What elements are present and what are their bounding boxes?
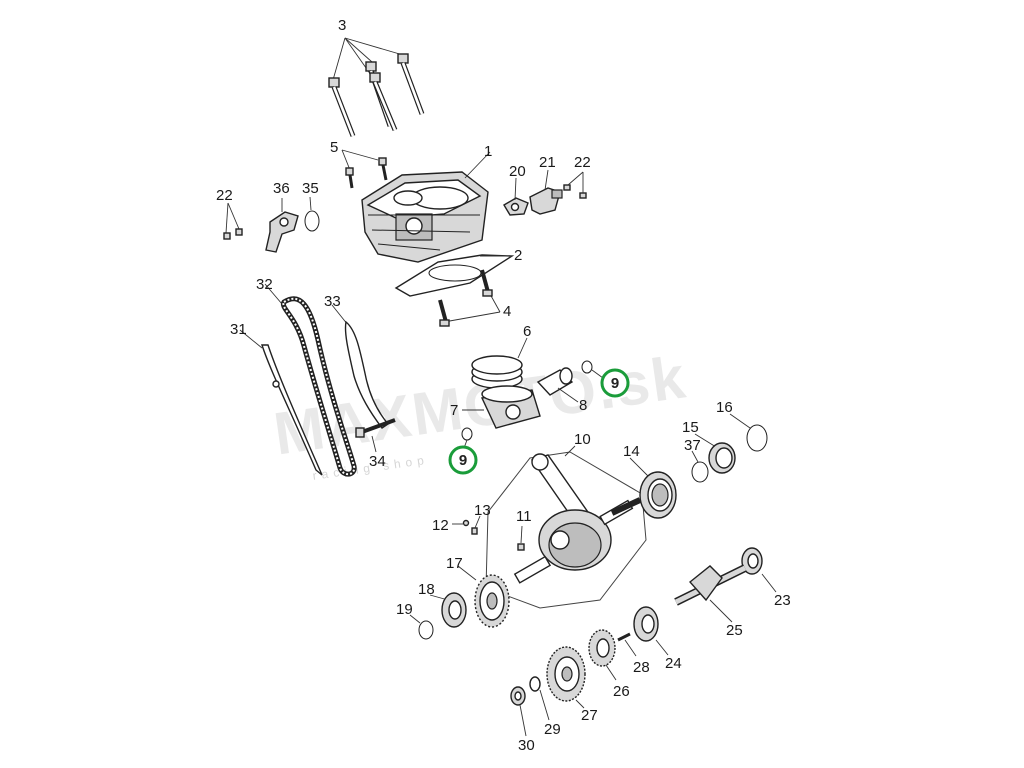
washer-nut-29-30: [510, 676, 550, 737]
highlight-callout-9-right: 9: [600, 368, 630, 398]
piston-pin: [536, 367, 579, 403]
highlight-callout-9-left: 9: [448, 445, 478, 475]
label-23: 23: [774, 592, 791, 609]
label-21: 21: [539, 154, 556, 171]
label-24: 24: [665, 655, 682, 672]
label-14: 14: [623, 443, 640, 460]
label-25: 25: [726, 622, 743, 639]
gear-18: [429, 592, 467, 628]
label-12: 12: [432, 517, 449, 534]
label-15: 15: [682, 419, 699, 436]
bearing-15: [694, 433, 736, 474]
cylinder-block: [361, 151, 491, 263]
callout-9-right-label: 9: [611, 375, 619, 392]
guide-bolt: [355, 418, 396, 453]
gear-27: [546, 646, 586, 709]
label-33: 33: [324, 293, 341, 310]
crankshaft-assembly: [485, 445, 647, 609]
small-fasteners: [452, 515, 525, 551]
label-11: 11: [516, 508, 532, 525]
label-30: 30: [518, 737, 535, 754]
label-17: 17: [446, 555, 463, 572]
label-27: 27: [581, 707, 598, 724]
balance-shaft: [674, 547, 777, 623]
label-28: 28: [633, 659, 650, 676]
cylinder-studs: [438, 269, 501, 327]
callout-9-left-label: 9: [459, 452, 467, 469]
timing-chain: [264, 283, 357, 477]
short-bolts: [341, 149, 388, 189]
label-35: 35: [302, 180, 319, 197]
label-36: 36: [273, 180, 290, 197]
key-28: [617, 632, 637, 657]
part-labels: 1 2 3 4 5 6 7 8 10 11 12 13 14 15 16 17 …: [216, 17, 791, 754]
label-20: 20: [509, 163, 526, 180]
piston-rings: [471, 337, 528, 389]
washer-19: [409, 614, 434, 640]
piston: [462, 385, 541, 429]
label-29: 29: [544, 721, 561, 738]
main-bearing: [629, 457, 677, 519]
label-16: 16: [716, 399, 733, 416]
label-19: 19: [396, 601, 413, 618]
gear-26: [588, 629, 617, 681]
label-10: 10: [574, 431, 591, 448]
label-8: 8: [579, 397, 587, 414]
long-head-bolts: [328, 37, 425, 137]
timing-sprocket: [457, 565, 510, 628]
label-4: 4: [503, 303, 511, 320]
label-3: 3: [338, 17, 346, 34]
label-31: 31: [230, 321, 247, 338]
label-32: 32: [256, 276, 273, 293]
label-7: 7: [450, 402, 458, 419]
oring-37: [691, 450, 709, 483]
oring-16: [729, 413, 768, 452]
chain-guide: [239, 329, 323, 476]
coolant-outlet-assembly: [503, 169, 587, 216]
chain-tensioner-guide: [331, 304, 390, 429]
label-18: 18: [418, 581, 435, 598]
label-37: 37: [684, 437, 701, 454]
thermostat-housing-assembly: [223, 196, 320, 253]
label-6: 6: [523, 323, 531, 340]
label-1: 1: [484, 143, 492, 160]
bearing-24: [633, 606, 669, 656]
label-2: 2: [514, 247, 522, 264]
label-13: 13: [474, 502, 491, 519]
label-5: 5: [330, 139, 338, 156]
label-22-left: 22: [216, 187, 233, 204]
label-34: 34: [369, 453, 386, 470]
label-26: 26: [613, 683, 630, 700]
label-22-right: 22: [574, 154, 591, 171]
